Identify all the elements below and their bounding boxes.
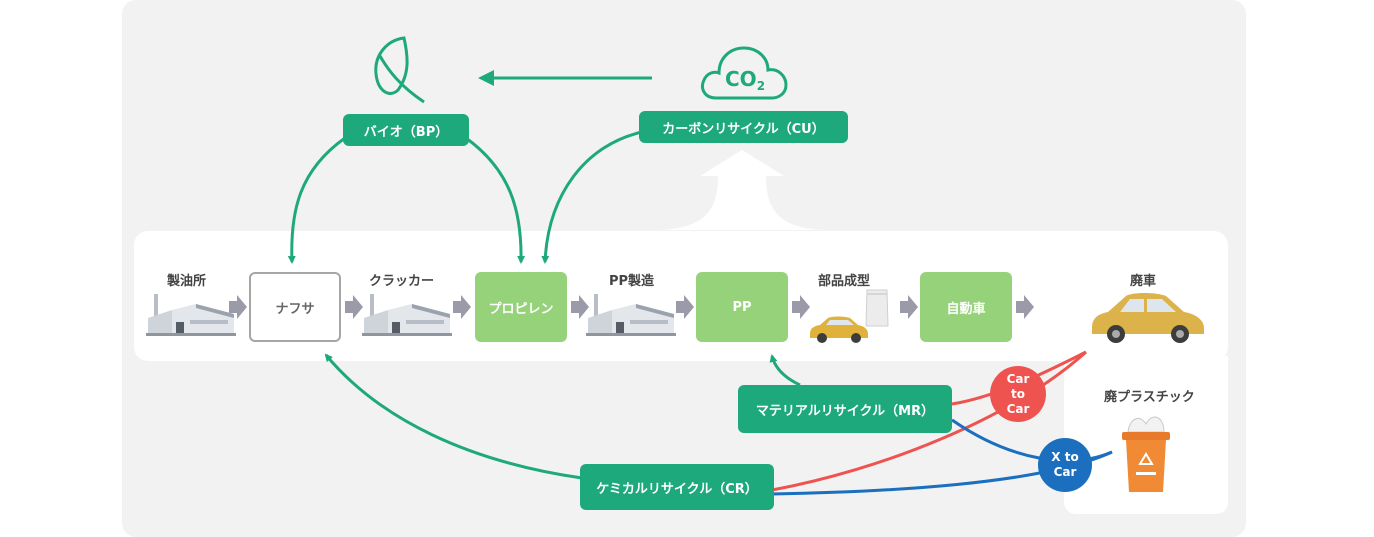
bio-pill[interactable]: バイオ（BP）	[343, 114, 469, 146]
carbon-to-propylene-arrow	[541, 130, 643, 264]
factory-icon	[146, 294, 236, 336]
chemical-recycle-pill[interactable]: ケミカルリサイクル（CR）	[580, 464, 774, 510]
pouch-icon	[865, 289, 889, 327]
leaf-icon	[374, 36, 425, 104]
refinery-label: 製油所	[167, 274, 207, 289]
car-to-car-line2: to	[1011, 386, 1025, 401]
car-icon	[810, 316, 868, 343]
band-to-carbon-arrow	[660, 150, 824, 230]
material-to-pp-arrow	[769, 354, 801, 387]
bio-to-propylene-arrow	[465, 136, 526, 264]
x-to-car-badge: X to Car	[1038, 438, 1092, 492]
car-to-car-line3: Car	[1006, 401, 1030, 416]
automobile-box[interactable]: 自動車	[920, 272, 1012, 342]
chemical-to-naphtha-arrow	[324, 353, 583, 480]
cloud-co2-icon: CO2	[701, 46, 788, 100]
factory-icon	[586, 294, 676, 336]
pp-box[interactable]: PP	[696, 272, 788, 342]
x-to-car-line2: Car	[1053, 465, 1077, 479]
factory-icon	[362, 294, 452, 336]
scrap-car-label: 廃車	[1130, 274, 1157, 289]
car-to-car-line1: Car	[1006, 371, 1030, 386]
process-arrows	[229, 295, 1034, 319]
material-recycle-pill[interactable]: マテリアルリサイクル（MR）	[738, 385, 952, 433]
car-to-car-badge: Car to Car	[990, 366, 1046, 422]
waste-plastic-label: 廃プラスチック	[1104, 390, 1195, 405]
propylene-box[interactable]: プロピレン	[475, 272, 567, 342]
pp-mfg-label: PP製造	[609, 274, 655, 289]
car-to-car-line-cr	[771, 350, 1087, 492]
co2-text: CO2	[725, 67, 765, 93]
x-to-car-line1: X to	[1051, 450, 1079, 464]
recycle-bin-icon	[1122, 416, 1170, 492]
cracker-label: クラッカー	[369, 274, 435, 289]
car-icon	[1092, 293, 1204, 343]
parts-molding-label: 部品成型	[818, 274, 871, 289]
naphtha-box[interactable]: ナフサ	[249, 272, 341, 342]
carbon-recycle-pill[interactable]: カーボンリサイクル（CU）	[639, 111, 848, 143]
bio-to-naphtha-arrow	[287, 136, 346, 264]
